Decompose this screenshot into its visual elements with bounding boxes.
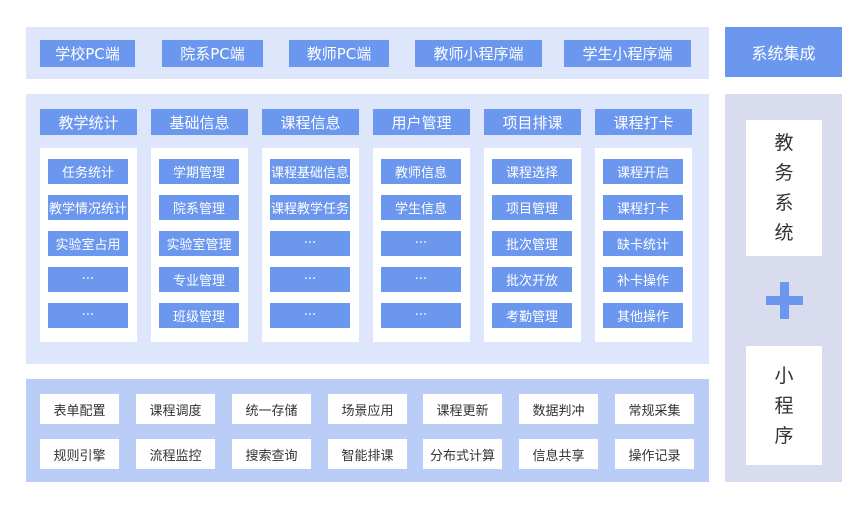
module-item: ··· <box>48 267 128 292</box>
plus-icon <box>766 282 803 319</box>
mini-program-char: 序 <box>774 424 794 447</box>
module-item: ··· <box>48 303 128 328</box>
module-item: 实验室占用 <box>48 231 128 256</box>
capability-tag: 分布式计算 <box>423 439 502 469</box>
academic-system-char: 务 <box>774 162 794 184</box>
platform-teacher-miniprogram: 教师小程序端 <box>415 40 542 67</box>
module-title: 课程打卡 <box>595 109 692 135</box>
system-integration-box: 系统集成 <box>725 27 842 77</box>
module-item: ··· <box>270 303 350 328</box>
capability-tag: 智能排课 <box>328 439 407 469</box>
capability-tag: 课程调度 <box>136 394 215 424</box>
module-item: 批次管理 <box>492 231 572 256</box>
mini-program-char: 小 <box>774 364 794 387</box>
platform-school-pc: 学校PC端 <box>40 40 135 67</box>
module-item: 课程选择 <box>492 159 572 184</box>
capability-tag: 信息共享 <box>519 439 598 469</box>
module-title: 教学统计 <box>40 109 137 135</box>
capability-tag: 搜索查询 <box>232 439 311 469</box>
module-item: 补卡操作 <box>603 267 683 292</box>
capability-tag: 统一存储 <box>232 394 311 424</box>
academic-system-box: 教 务 系 统 <box>746 120 822 256</box>
module-item: ··· <box>270 267 350 292</box>
module-item: 教师信息 <box>381 159 461 184</box>
module-item: 任务统计 <box>48 159 128 184</box>
module-item: 课程开启 <box>603 159 683 184</box>
academic-system-char: 系 <box>774 192 794 214</box>
module-item: 院系管理 <box>159 195 239 220</box>
module-item: ··· <box>270 231 350 256</box>
module-item: 专业管理 <box>159 267 239 292</box>
module-item: 课程基础信息 <box>270 159 350 184</box>
module-title: 项目排课 <box>484 109 581 135</box>
capability-tag: 课程更新 <box>423 394 502 424</box>
module-item: 学生信息 <box>381 195 461 220</box>
platform-student-miniprogram: 学生小程序端 <box>564 40 691 67</box>
capability-tag: 流程监控 <box>136 439 215 469</box>
capability-tag: 数据判冲 <box>519 394 598 424</box>
capability-tag: 场景应用 <box>328 394 407 424</box>
module-item: 其他操作 <box>603 303 683 328</box>
platform-teacher-pc: 教师PC端 <box>289 40 389 67</box>
module-item: 课程打卡 <box>603 195 683 220</box>
module-title: 基础信息 <box>151 109 248 135</box>
capability-tag: 常规采集 <box>615 394 694 424</box>
module-title: 课程信息 <box>262 109 359 135</box>
platform-dept-pc: 院系PC端 <box>162 40 263 67</box>
module-item: 缺卡统计 <box>603 231 683 256</box>
module-item: 班级管理 <box>159 303 239 328</box>
module-item: 教学情况统计 <box>48 195 128 220</box>
mini-program-box: 小 程 序 <box>746 346 822 465</box>
capability-tag: 操作记录 <box>615 439 694 469</box>
module-item: ··· <box>381 231 461 256</box>
mini-program-char: 程 <box>774 394 794 417</box>
module-item: 学期管理 <box>159 159 239 184</box>
capability-tag: 表单配置 <box>40 394 119 424</box>
module-item: ··· <box>381 303 461 328</box>
module-item: 考勤管理 <box>492 303 572 328</box>
academic-system-char: 教 <box>774 132 794 154</box>
capability-tag: 规则引擎 <box>40 439 119 469</box>
module-item: 项目管理 <box>492 195 572 220</box>
module-item: 课程教学任务 <box>270 195 350 220</box>
module-item: 批次开放 <box>492 267 572 292</box>
module-item: 实验室管理 <box>159 231 239 256</box>
module-title: 用户管理 <box>373 109 470 135</box>
academic-system-char: 统 <box>774 222 794 244</box>
module-item: ··· <box>381 267 461 292</box>
